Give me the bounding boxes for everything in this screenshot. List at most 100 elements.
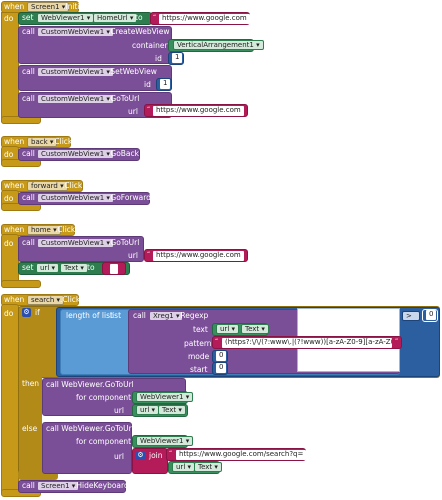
customwebview1-dropdown[interactable]: CustomWebView1 ▾ bbox=[37, 149, 114, 159]
homeurl-label: HomeUrl bbox=[97, 14, 128, 22]
screen1-label: Screen1 bbox=[31, 3, 60, 11]
when-label: when bbox=[4, 137, 25, 146]
call-label: call bbox=[22, 481, 35, 490]
url-label: url bbox=[140, 406, 150, 414]
pattern-text-value[interactable]: (https?:\/\/(?:www\.|(?!www))[a-zA-Z0-9]… bbox=[222, 338, 392, 348]
homeurl-property-dropdown[interactable]: HomeUrl ▾ bbox=[93, 13, 138, 23]
click-event-label: .Click bbox=[52, 137, 73, 146]
else-call-label: call WebViewer.GoToUrl bbox=[46, 424, 134, 433]
gear-icon[interactable]: ⚙ bbox=[136, 451, 145, 460]
search-label: search bbox=[31, 296, 55, 304]
id-number-value[interactable]: 1 bbox=[172, 53, 183, 63]
text-label: Text bbox=[245, 325, 260, 333]
quote-close-icon: ” bbox=[244, 14, 248, 21]
url-component-dropdown[interactable]: url ▾ bbox=[172, 462, 196, 472]
initialize-event-label: .Initialize bbox=[63, 2, 97, 11]
quote-open-icon: “ bbox=[169, 450, 173, 457]
text-param-label: text bbox=[193, 325, 208, 334]
home-component-dropdown[interactable]: home ▾ bbox=[27, 225, 61, 235]
url-component-dropdown[interactable]: url ▾ bbox=[36, 263, 60, 273]
url-label: url bbox=[40, 264, 50, 272]
quote-close-icon: ” bbox=[300, 450, 304, 457]
call-label: call bbox=[22, 27, 35, 36]
url-param-label: url bbox=[114, 406, 124, 415]
screen1-dropdown[interactable]: Screen1 ▾ bbox=[37, 481, 80, 491]
customwebview1-dropdown[interactable]: CustomWebView1 ▾ bbox=[37, 27, 114, 37]
home-label: home bbox=[31, 226, 51, 234]
quote-close-icon: ” bbox=[241, 106, 245, 113]
customwebview1-dropdown[interactable]: CustomWebView1 ▾ bbox=[37, 94, 114, 104]
do-label: do bbox=[4, 150, 14, 159]
id-number-value[interactable]: 1 bbox=[160, 79, 171, 89]
to-label: to bbox=[87, 263, 95, 272]
goforward-method-label: .GoForward bbox=[108, 193, 151, 202]
url-text-value[interactable]: https://www.google.com bbox=[153, 106, 244, 116]
xreg1-dropdown[interactable]: Xreg1 ▾ bbox=[149, 311, 184, 321]
set-label: set bbox=[22, 13, 34, 22]
text-label: Text bbox=[162, 406, 177, 414]
homeurl-text-value[interactable]: https://www.google.com bbox=[159, 14, 250, 24]
xreg1-label: Xreg1 bbox=[153, 312, 174, 320]
url-text-value[interactable]: https://www.google.com bbox=[153, 251, 244, 261]
customwebview1-label: CustomWebView1 bbox=[41, 150, 105, 158]
when-label: when bbox=[4, 225, 25, 234]
webviewer1-dropdown[interactable]: WebViewer1 ▾ bbox=[136, 436, 194, 446]
list-param-label: list bbox=[110, 311, 122, 320]
search-component-dropdown[interactable]: search ▾ bbox=[27, 295, 65, 305]
url-param-label: url bbox=[128, 107, 138, 116]
text-property-dropdown[interactable]: Text ▾ bbox=[158, 405, 186, 415]
empty-text-value[interactable] bbox=[110, 264, 118, 274]
customwebview1-label: CustomWebView1 bbox=[41, 68, 105, 76]
length-of-list-label: length of list bbox=[66, 311, 113, 320]
url-label: url bbox=[220, 325, 230, 333]
text-label: Text bbox=[198, 463, 213, 471]
then-call-label: call WebViewer.GoToUrl bbox=[46, 380, 134, 389]
when-label: when bbox=[4, 295, 25, 304]
else-label: else bbox=[22, 424, 38, 433]
set-label: set bbox=[22, 263, 34, 272]
webviewer1-label: WebViewer1 bbox=[41, 14, 85, 22]
customwebview1-label: CustomWebView1 bbox=[41, 28, 105, 36]
text-label: Text bbox=[64, 264, 79, 272]
search-url-text-value[interactable]: https://www.google.com/search?q= bbox=[176, 450, 307, 460]
click-event-label: .Click bbox=[55, 225, 76, 234]
quote-open-icon: “ bbox=[215, 338, 219, 345]
text-property-dropdown[interactable]: Text ▾ bbox=[60, 263, 88, 273]
back-component-dropdown[interactable]: back ▾ bbox=[27, 137, 58, 147]
goto-url-method-label: .GoToUrl bbox=[108, 238, 140, 247]
set-webview-method-label: .SetWebView bbox=[108, 67, 157, 76]
webviewer1-label: WebViewer1 bbox=[140, 437, 184, 445]
click-event-label: .Click bbox=[62, 181, 83, 190]
gear-icon[interactable]: ⚙ bbox=[22, 308, 31, 317]
compare-operator-dropdown[interactable]: > bbox=[402, 311, 420, 321]
quote-close-icon: ” bbox=[241, 251, 245, 258]
webviewer1-dropdown[interactable]: WebViewer1 ▾ bbox=[37, 13, 95, 23]
screen1-component-dropdown[interactable]: Screen1 ▾ bbox=[27, 2, 70, 12]
customwebview1-dropdown[interactable]: CustomWebView1 ▾ bbox=[37, 67, 114, 77]
screen1-label: Screen1 bbox=[41, 482, 70, 490]
customwebview1-label: CustomWebView1 bbox=[41, 194, 105, 202]
compare-value[interactable]: 0 bbox=[426, 310, 437, 320]
url-component-dropdown[interactable]: url ▾ bbox=[136, 405, 160, 415]
quote-open-icon: “ bbox=[153, 14, 157, 21]
customwebview1-dropdown[interactable]: CustomWebView1 ▾ bbox=[37, 238, 114, 248]
forward-component-dropdown[interactable]: forward ▾ bbox=[27, 181, 68, 191]
url-label: url bbox=[176, 463, 186, 471]
verticalarrangement1-dropdown[interactable]: VerticalArrangement1 ▾ bbox=[173, 40, 264, 50]
goback-method-label: .GoBack bbox=[108, 149, 139, 158]
text-property-dropdown[interactable]: Text ▾ bbox=[241, 324, 269, 334]
start-number-value[interactable]: 0 bbox=[216, 363, 227, 373]
back-label: back bbox=[31, 138, 48, 146]
webviewer1-dropdown[interactable]: WebViewer1 ▾ bbox=[136, 392, 194, 402]
customwebview1-label: CustomWebView1 bbox=[41, 239, 105, 247]
call-label: call bbox=[133, 311, 146, 320]
verticalarrangement1-label: VerticalArrangement1 bbox=[177, 41, 254, 49]
join-label: join bbox=[149, 451, 163, 460]
customwebview1-dropdown[interactable]: CustomWebView1 ▾ bbox=[37, 193, 114, 203]
else-goto-url-call-block[interactable] bbox=[42, 422, 132, 474]
text-property-dropdown[interactable]: Text ▾ bbox=[194, 462, 222, 472]
mode-number-value[interactable]: 0 bbox=[216, 351, 227, 361]
url-component-dropdown[interactable]: url ▾ bbox=[216, 324, 240, 334]
mode-param-label: mode bbox=[188, 352, 210, 361]
hide-keyboard-method-label: .HideKeyboard bbox=[74, 481, 129, 490]
